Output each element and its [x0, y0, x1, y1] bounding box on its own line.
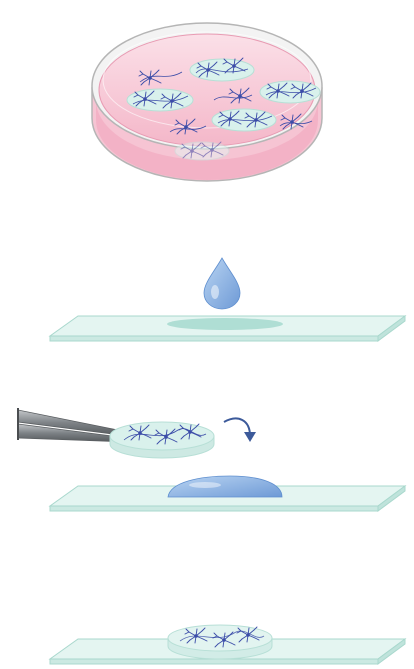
- mounted-coverslip: [168, 625, 272, 659]
- coverslip-held: [110, 422, 214, 458]
- medium-spot-on-slide: [167, 318, 283, 330]
- panel-1-petri-dish: [92, 23, 322, 181]
- mounting-medium-drop: [204, 258, 240, 309]
- panel-2-drop-on-slide: [50, 258, 405, 341]
- coverslip-in-dish: [127, 89, 193, 111]
- panel-4-mounted-coverslip: [50, 625, 405, 664]
- panel-3-invert-coverslip: [18, 408, 405, 511]
- medium-drop-on-slide: [168, 476, 282, 497]
- coverslip-in-dish: [212, 109, 276, 131]
- coverslip-in-dish: [260, 81, 320, 103]
- coverslip-in-dish-faded: [175, 142, 229, 160]
- flip-arrow: [224, 418, 256, 442]
